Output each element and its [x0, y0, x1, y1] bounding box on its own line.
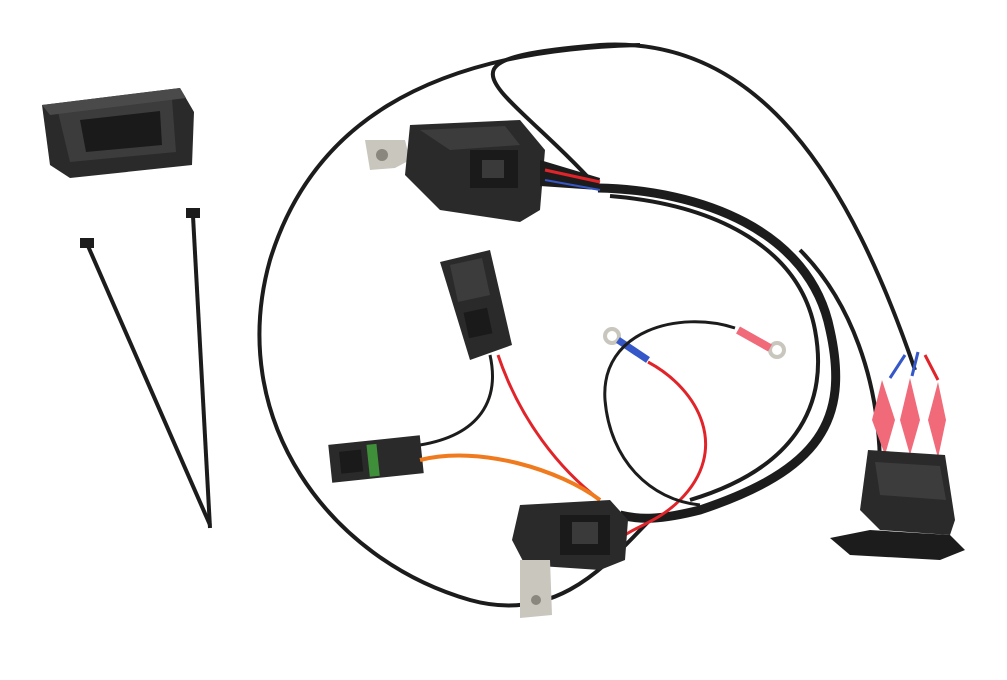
wire-red-loop	[624, 360, 707, 537]
wire-from-top-connector-red	[496, 354, 601, 502]
wire-from-top-connector-black	[419, 354, 494, 447]
fuse-holder	[512, 500, 628, 618]
wire-orange	[419, 453, 602, 502]
harness-bundle-right	[597, 183, 841, 523]
harness-outer-loop	[257, 43, 652, 608]
spade-terminals	[872, 351, 946, 458]
harness-bundle-right-2	[609, 194, 821, 502]
weatherproof-connector-small	[328, 435, 424, 483]
relay-icon	[365, 120, 600, 222]
cable-tie-left	[80, 238, 212, 526]
ring-terminal-left	[603, 327, 650, 363]
rocker-switch	[830, 450, 965, 560]
weatherproof-connector-top	[440, 250, 512, 360]
wire-black-loop	[603, 320, 736, 507]
cable-tie-right	[186, 208, 212, 529]
bezel-icon	[42, 88, 194, 178]
relay-wires	[544, 168, 601, 191]
ring-terminal-right	[736, 326, 786, 359]
